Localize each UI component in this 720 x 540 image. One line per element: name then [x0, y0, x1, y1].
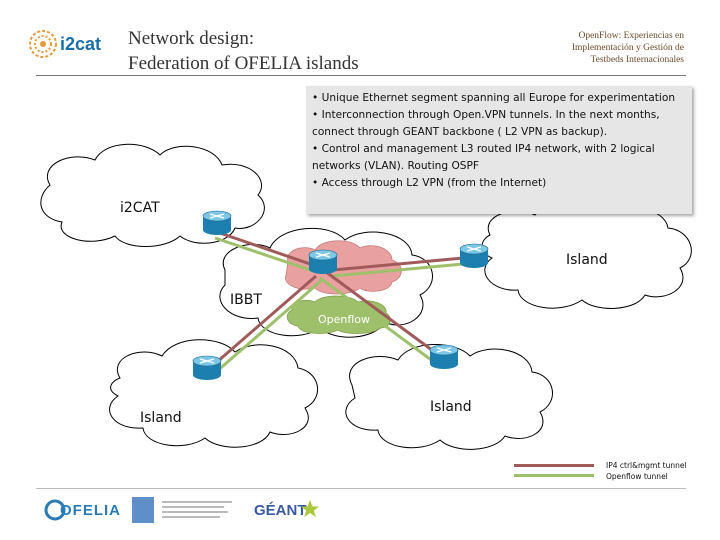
i2cat-swirl-icon: [29, 30, 57, 58]
router-ibbt-icon: [308, 249, 338, 275]
subtitle-line-1: OpenFlow: Experiencias en: [578, 31, 684, 41]
tunnel-ibbt-bottom-center: [319, 270, 441, 364]
router-bottom-left-icon: [192, 355, 222, 381]
label-island-bottom-left: Island: [140, 410, 182, 426]
label-i2cat: i2CAT: [120, 200, 160, 216]
info-bullet-4: • Access through L2 VPN (from the Intern…: [312, 177, 547, 189]
geant-logo-text: GÉANT: [254, 502, 307, 519]
legend-openflow-label: Openflow tunnel: [606, 472, 668, 481]
center-cloud-openflow: [286, 295, 391, 334]
title-line-1: Network design:: [128, 28, 255, 49]
info-box: • Unique Ethernet segment spanning all E…: [306, 86, 692, 214]
i2cat-logo-text: i2cat: [60, 34, 102, 54]
subtitle-line-3: Testbeds Internacionales: [590, 55, 684, 65]
fibre-logo: [132, 497, 232, 523]
geant-star-icon: [301, 500, 319, 517]
legend-openflow-line: [514, 474, 594, 477]
router-i2cat-icon: [202, 210, 232, 236]
header-subtitle: OpenFlow: Experiencias en Implementación…: [484, 30, 684, 66]
legend-ip4-line: [514, 464, 594, 467]
legend-ip4-label: IP4 ctrl&mgmt tunnel: [606, 461, 687, 470]
cloud-island-bottom-left: [109, 339, 319, 448]
tunnel-i2cat-ibbt: [214, 230, 317, 274]
title-line-2: Federation of OFELIA islands: [128, 53, 359, 74]
i2cat-logo: [29, 30, 57, 58]
openflow-cloud-label: Openflow: [318, 313, 370, 326]
page-title: Network design: Federation of OFELIA isl…: [128, 26, 359, 76]
router-right-icon: [459, 243, 489, 269]
label-island-right: Island: [566, 252, 608, 268]
info-bullet-1: • Unique Ethernet segment spanning all E…: [312, 92, 676, 104]
info-bullet-3: • Control and management L3 routed IP4 n…: [312, 143, 655, 172]
tunnel-ibbt-right: [332, 256, 464, 278]
cloud-island-bottom-center: [345, 344, 553, 450]
cloud-i2cat: [40, 143, 265, 247]
ofelia-logo-icon: [44, 499, 66, 521]
label-ibbt: IBBT: [230, 292, 262, 308]
header-divider: [36, 75, 686, 76]
ofelia-logo-text: OFELIA: [60, 502, 121, 519]
label-island-bottom-center: Island: [430, 399, 472, 415]
info-bullet-2: • Interconnection through Open.VPN tunne…: [312, 109, 660, 138]
tunnel-ibbt-bottom-left: [209, 274, 323, 374]
footer-divider: [36, 488, 686, 489]
router-bottom-center-icon: [429, 344, 459, 370]
subtitle-line-2: Implementación y Gestión de: [571, 43, 684, 53]
